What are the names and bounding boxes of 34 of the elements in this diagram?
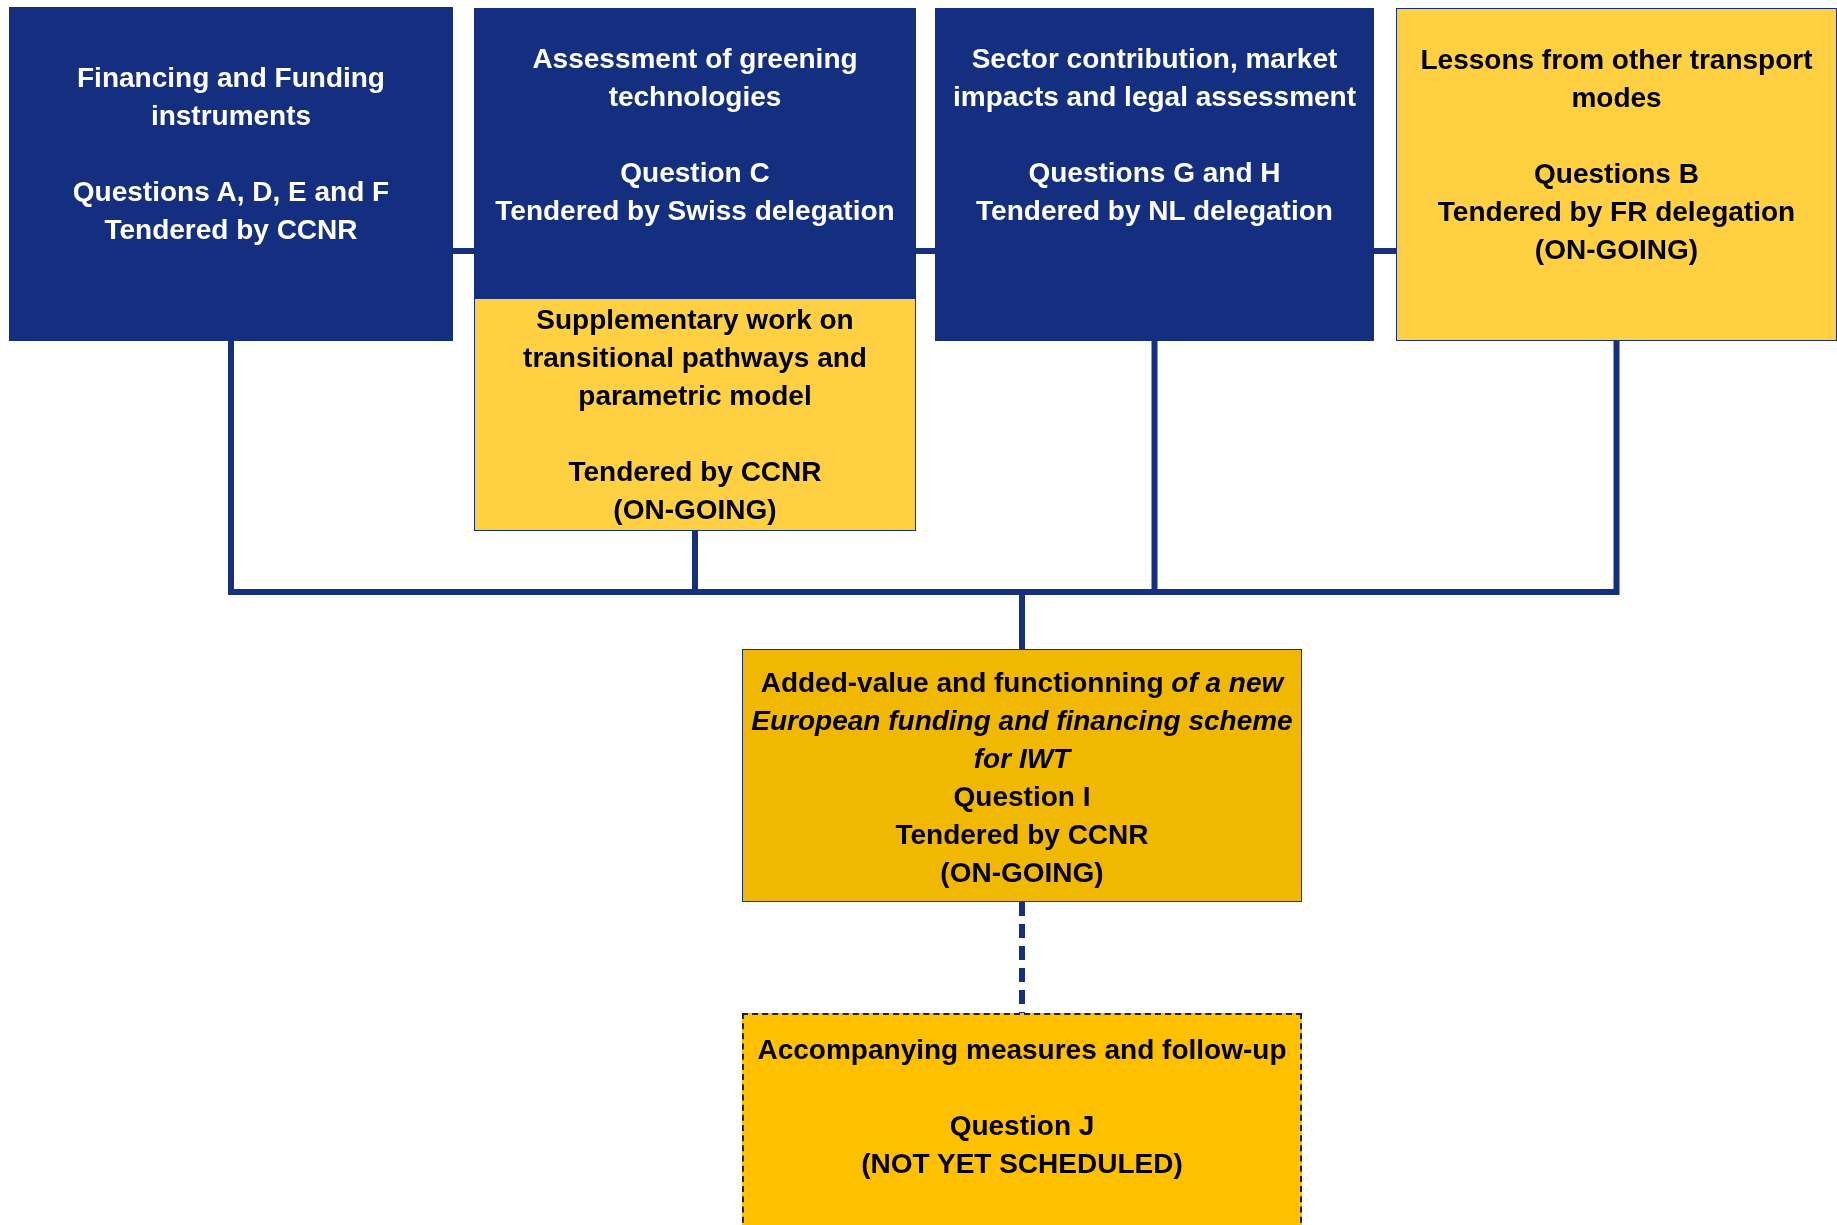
- process-box: [742, 649, 1302, 902]
- process-box: [1396, 8, 1837, 341]
- box-text: Question J: [948, 1109, 1096, 1143]
- box-heading: Supplementary work on transitional pathways and parametric model: [522, 303, 868, 413]
- box-text: Tendered by NL delegation: [975, 194, 1334, 228]
- box-heading: Financing and Funding instruments: [76, 61, 386, 133]
- box-text: (NOT YET SCHEDULED): [860, 1147, 1184, 1181]
- box-text: Questions A, D, E and F: [71, 175, 391, 209]
- box-text: Tendered by CCNR: [894, 818, 1150, 852]
- process-box: [935, 8, 1374, 341]
- box-heading: Added-value and functionning of a new European funding and financing scheme for IWT: [750, 666, 1294, 776]
- box-text: (ON-GOING): [939, 856, 1105, 890]
- process-box: [9, 7, 453, 341]
- box-text: Questions G and H: [1027, 156, 1282, 190]
- box-text: Tendered by CCNR: [567, 455, 823, 489]
- connector-line: [1019, 902, 1025, 1013]
- box-heading: Accompanying measures and follow-up: [756, 1033, 1288, 1067]
- box-heading: Sector contribution, market impacts and legal assessment: [951, 42, 1358, 114]
- box-text: Questions B: [1533, 157, 1700, 191]
- box-heading: Assessment of greening technologies: [531, 42, 859, 114]
- process-box: [742, 1013, 1302, 1225]
- box-text: (ON-GOING): [1533, 233, 1700, 267]
- connector-line: [1374, 248, 1396, 254]
- box-text: Tendered by Swiss delegation: [494, 194, 896, 228]
- box-text: Question C: [619, 156, 771, 190]
- box-text: Question I: [952, 780, 1092, 814]
- connector-line: [453, 248, 474, 254]
- process-box: [474, 298, 916, 531]
- box-text: (ON-GOING): [612, 493, 778, 527]
- box-text: Tendered by FR delegation: [1436, 195, 1797, 229]
- box-heading: Lessons from other transport modes: [1419, 43, 1814, 115]
- process-box: [474, 8, 916, 298]
- box-text: Tendered by CCNR: [103, 213, 359, 247]
- connector-line: [916, 248, 935, 254]
